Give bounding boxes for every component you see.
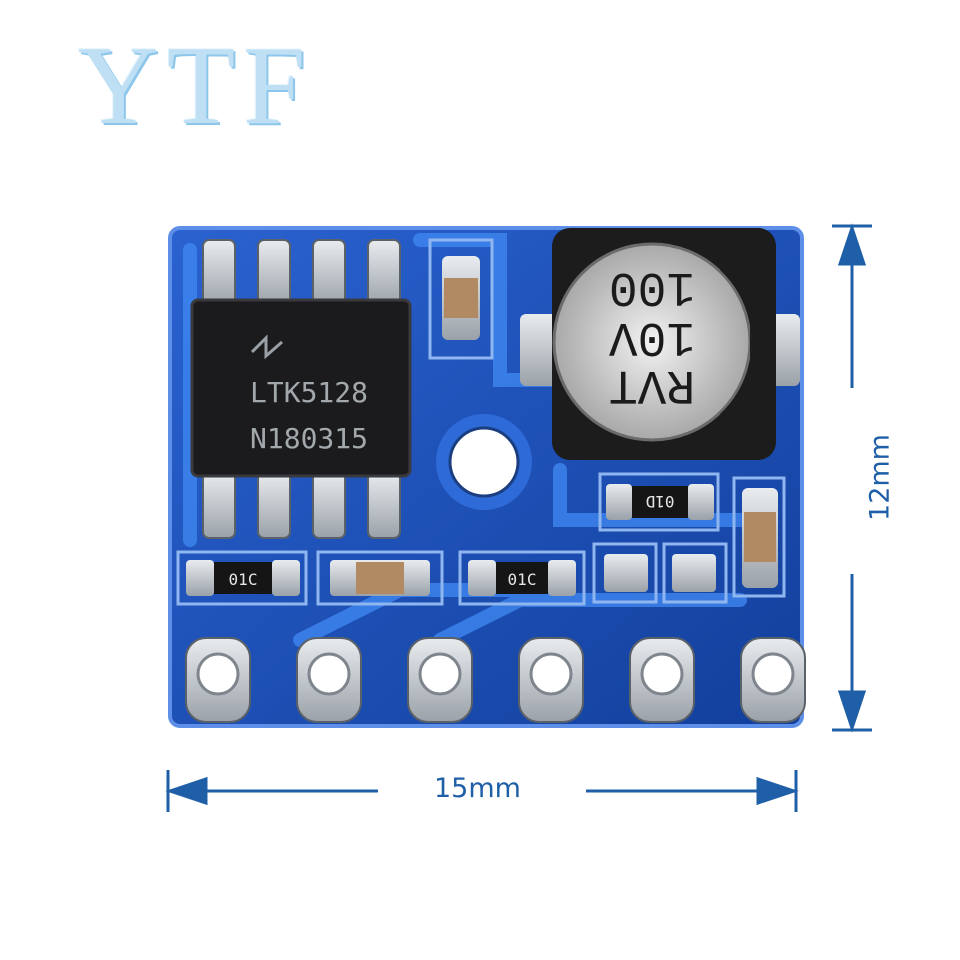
resistor-01d-label: 01D xyxy=(646,492,675,511)
smd-cap-right-frame xyxy=(732,476,786,598)
resistor-01c-left-label: 01C xyxy=(229,570,258,589)
smd-cap-bottom-body xyxy=(356,562,404,594)
chip-ltk5128 xyxy=(190,298,412,478)
resistor-01d-pad-left xyxy=(606,484,632,520)
header-pin-hole xyxy=(196,652,240,696)
capacitor-marking-line2: 10V xyxy=(609,309,696,363)
smd-cap-right-body xyxy=(744,512,776,562)
chip-marking-line1: LTK5128 xyxy=(250,376,368,409)
resistor-01c-right xyxy=(496,562,548,594)
chip-pins-bottom xyxy=(202,471,401,539)
smd-cap-top-body xyxy=(444,278,478,318)
capacitor-pad-left xyxy=(520,314,558,386)
chip-logo-icon xyxy=(250,334,283,360)
diode-pad-right xyxy=(672,554,716,592)
mounting-hole-center xyxy=(448,426,520,498)
resistor-frame-01c-left xyxy=(176,550,308,606)
resistor-01c-right-label: 01C xyxy=(508,570,537,589)
resistor-01c-left xyxy=(214,562,272,594)
capacitor-polarity-band xyxy=(720,270,752,414)
resistor-01c-left-pad-l xyxy=(186,560,214,596)
resistor-01d-pad-right xyxy=(688,484,714,520)
smd-cap-bottom-frame xyxy=(316,550,444,606)
watermark-logo: YTF xyxy=(78,24,314,148)
capacitor-marking-line3: 100 xyxy=(609,259,695,313)
resistor-01d xyxy=(632,486,688,518)
diode-pad-left xyxy=(604,554,648,592)
dimension-vertical xyxy=(832,223,872,733)
header-pin-hole xyxy=(529,652,573,696)
resistor-frame-01d xyxy=(598,472,720,532)
header-pin-hole xyxy=(418,652,462,696)
diode-frame-left xyxy=(592,542,658,604)
width-label: 15mm xyxy=(434,773,521,804)
resistor-01c-right-pad-l xyxy=(468,560,496,596)
diode-frame-right xyxy=(662,542,728,604)
resistor-01c-left-pad-r xyxy=(272,560,300,596)
resistor-01c-right-pad-r xyxy=(548,560,576,596)
resistor-frame-01c-right xyxy=(458,550,586,606)
capacitor-pad-right xyxy=(770,314,800,386)
chip-marking-line2: N180315 xyxy=(250,422,368,455)
dimension-horizontal xyxy=(165,770,799,812)
header-pins xyxy=(185,637,806,723)
header-pin-hole xyxy=(751,652,795,696)
header-pin-hole xyxy=(307,652,351,696)
capacitor-marking-line1: RVT xyxy=(609,357,695,411)
smd-cap-frame xyxy=(428,238,494,360)
height-label: 12mm xyxy=(864,434,896,521)
header-pin-hole xyxy=(640,652,684,696)
